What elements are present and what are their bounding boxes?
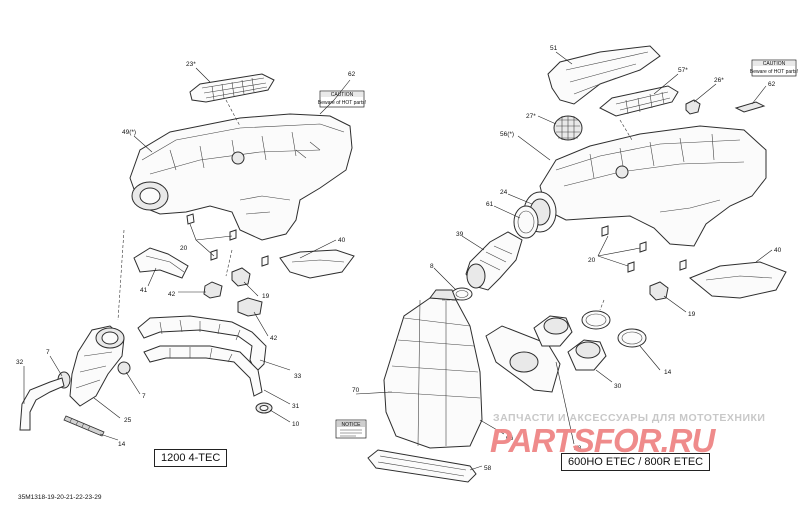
model-label-left: 1200 4-TEC: [154, 449, 228, 467]
part-25-intake-adapter: [69, 325, 125, 407]
svg-text:33: 33: [294, 373, 302, 380]
part-28-sleeve: [533, 315, 573, 347]
svg-text:41: 41: [140, 287, 148, 294]
leader-lines-left: [23, 67, 351, 441]
svg-text:23*: 23*: [186, 61, 196, 68]
svg-text:19: 19: [262, 293, 270, 300]
svg-text:20: 20: [180, 245, 188, 252]
svg-text:57*: 57*: [678, 67, 688, 74]
part-40-shield: [279, 249, 355, 279]
model-label-right: 600HO ETEC / 800R ETEC: [561, 453, 711, 471]
part-32-hose: [19, 377, 65, 431]
caution-label-right: CAUTION Beware of HOT parts!: [750, 59, 798, 77]
part-7-clamp-left: [57, 361, 131, 389]
notice-label: NOTICE: [335, 419, 367, 439]
svg-text:Beware of HOT parts!: Beware of HOT parts!: [318, 100, 366, 106]
svg-text:66: 66: [506, 435, 514, 442]
part-58-seal: [367, 449, 477, 483]
svg-text:7: 7: [46, 349, 50, 356]
svg-text:24: 24: [500, 189, 508, 196]
svg-text:39: 39: [456, 231, 464, 238]
svg-text:61: 61: [486, 201, 494, 208]
part-20-clips-right: [601, 225, 687, 273]
svg-text:70: 70: [352, 387, 360, 394]
svg-text:Beware of HOT parts!: Beware of HOT parts!: [750, 69, 798, 75]
part-23-cover: [189, 73, 275, 103]
svg-text:25: 25: [124, 417, 132, 424]
callouts-left: 23* 62 49(*) 20 40 41 42 19 42 33 7 32 7…: [16, 61, 356, 448]
part-14-screw-left: [63, 415, 105, 437]
callouts-right: 51 57* 26* 62 27* 56(*) 24 61 39 20 40 8…: [352, 45, 782, 472]
svg-text:NOTICE: NOTICE: [342, 422, 362, 428]
svg-text:CAUTION: CAUTION: [763, 61, 786, 67]
svg-text:49(*): 49(*): [122, 129, 136, 136]
part-41-shield: [133, 247, 189, 279]
svg-text:32: 32: [16, 359, 24, 366]
part-61-gasket: [513, 205, 539, 239]
part-19-rubber: [231, 267, 251, 287]
part-51-cover: [547, 45, 661, 105]
svg-text:51: 51: [550, 45, 558, 52]
diagram-reference: 35M1318-19-20-21-22-23-29: [18, 494, 102, 501]
svg-text:14: 14: [664, 369, 672, 376]
svg-text:56(*): 56(*): [500, 131, 514, 138]
leader-lines-right: [355, 51, 773, 471]
svg-text:10: 10: [292, 421, 300, 428]
svg-text:20: 20: [588, 257, 596, 264]
svg-text:8: 8: [430, 263, 434, 270]
svg-text:40: 40: [338, 237, 346, 244]
part-26-grommet: [685, 99, 701, 115]
part-39-intake-tube: [465, 231, 523, 291]
part-31-hose: [143, 345, 263, 397]
svg-text:30: 30: [614, 383, 622, 390]
svg-text:27*: 27*: [526, 113, 536, 120]
caution-label-left: CAUTION Beware of HOT parts!: [318, 90, 366, 108]
svg-text:42: 42: [168, 291, 176, 298]
svg-text:14: 14: [118, 441, 126, 448]
part-14-clamps-right: [581, 310, 647, 348]
part-56-airbox-housing: [539, 125, 767, 247]
watermark-logo: PARTSFOR.RU: [490, 422, 715, 459]
part-20-clips-left: [186, 213, 269, 267]
svg-text:40: 40: [774, 247, 782, 254]
part-70-silencer-box: [383, 289, 483, 449]
svg-text:62: 62: [348, 71, 356, 78]
svg-text:42: 42: [270, 335, 278, 342]
part-42-sleeve: [203, 281, 223, 299]
part-19-rubber-right: [649, 281, 669, 301]
svg-text:58: 58: [484, 465, 492, 472]
part-27-screen: [553, 115, 583, 141]
part-62-plate-right: [734, 101, 766, 113]
svg-text:62: 62: [768, 81, 776, 88]
watermark-tagline: ЗАПЧАСТИ И АКСЕССУАРЫ ДЛЯ МОТОТЕХНИКИ: [493, 412, 766, 424]
part-30-sleeve: [567, 339, 607, 371]
svg-text:26*: 26*: [714, 77, 724, 84]
svg-text:7: 7: [142, 393, 146, 400]
part-10-clamp: [255, 402, 273, 414]
svg-text:31: 31: [292, 403, 300, 410]
part-57-grille: [599, 85, 679, 117]
part-40-shield-right: [689, 261, 787, 299]
svg-text:28: 28: [574, 445, 582, 452]
svg-text:19: 19: [688, 311, 696, 318]
part-42-sleeve-b: [237, 297, 263, 317]
part-49-airbox-housing: [129, 113, 353, 241]
svg-text:CAUTION: CAUTION: [331, 92, 354, 98]
